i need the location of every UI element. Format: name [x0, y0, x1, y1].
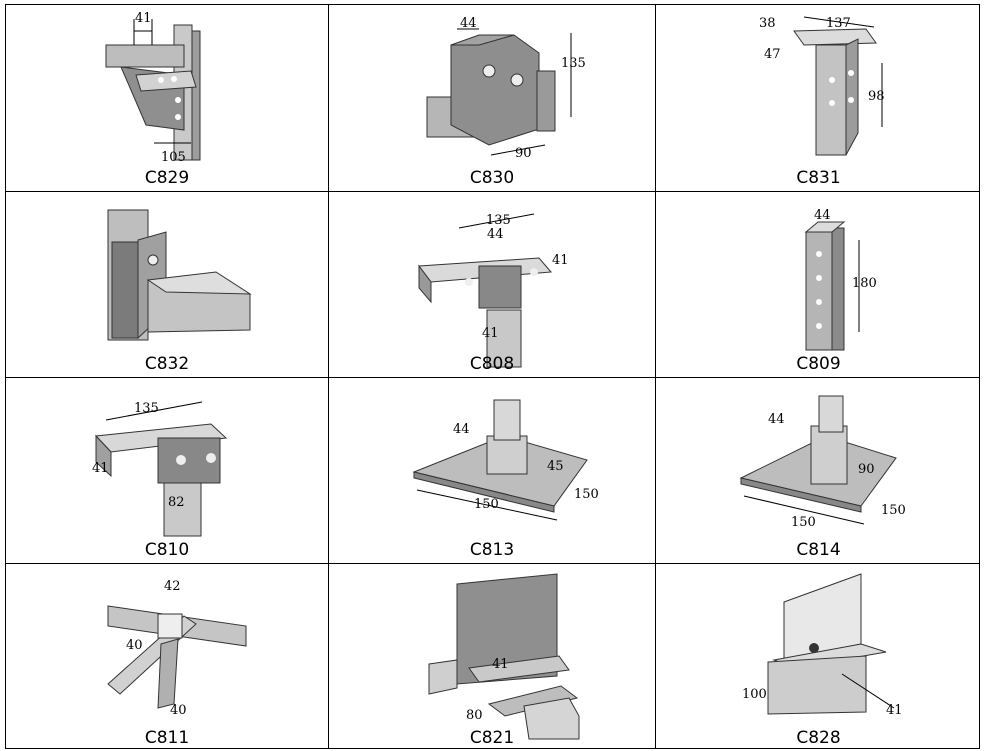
c809-label: C809 — [796, 354, 841, 374]
c829-dim-105: 105 — [161, 150, 186, 165]
c831-dim-47: 47 — [764, 47, 781, 62]
c832-label: C832 — [144, 354, 190, 374]
c811-dim-42: 42 — [164, 579, 181, 594]
c813-label: C813 — [469, 540, 515, 560]
c813-dim-150-b: 150 — [574, 487, 599, 502]
product-cell-c814: 44 90 150 150 C814 — [656, 378, 981, 563]
c809-dim-180: 180 — [852, 276, 877, 291]
c821-label: C821 — [469, 728, 515, 748]
c808-dim-44: 44 — [487, 227, 504, 242]
c814-illustration: 44 90 150 150 — [739, 395, 906, 530]
c810-dim-135: 135 — [134, 401, 159, 416]
c811-illustration: 42 40 40 — [107, 579, 247, 718]
c814-dim-90: 90 — [858, 462, 875, 477]
c810-label: C810 — [144, 540, 190, 560]
c813-illustration: 44 45 150 150 — [412, 399, 599, 521]
product-cell-c829: 41 105 C829 — [6, 5, 328, 191]
c809-dim-44: 44 — [814, 208, 831, 223]
product-cell-c821: 41 80 C821 — [329, 564, 655, 750]
c808-label: C808 — [469, 354, 515, 374]
c810-dim-41: 41 — [92, 461, 109, 476]
c811-dim-40-b: 40 — [170, 703, 187, 718]
c831-dim-137: 137 — [826, 16, 851, 31]
c810-dim-82: 82 — [168, 495, 185, 510]
c828-illustration: 100 41 — [742, 573, 903, 718]
c809-illustration: 44 180 — [804, 208, 877, 351]
c831-dim-38: 38 — [759, 16, 776, 31]
c814-dim-150-a: 150 — [791, 515, 816, 530]
c830-dim-44: 44 — [460, 16, 477, 31]
c814-dim-150-b: 150 — [881, 503, 906, 518]
row-divider-1 — [6, 191, 979, 192]
c832-illustration — [107, 209, 252, 341]
c830-dim-135: 135 — [561, 56, 586, 71]
c821-dim-80: 80 — [466, 708, 483, 723]
product-cell-c809: 44 180 C809 — [656, 192, 981, 377]
product-grid: 41 105 C829 44 135 90 C830 — [5, 4, 980, 749]
c810-illustration: 135 41 82 — [92, 401, 228, 537]
c811-dim-40-a: 40 — [126, 638, 143, 653]
c808-dim-135: 135 — [486, 213, 511, 228]
c808-illustration: 135 44 41 41 — [418, 213, 569, 368]
c813-dim-44: 44 — [453, 422, 470, 437]
c831-illustration: 38 137 47 98 — [759, 16, 885, 156]
product-cell-c831: 38 137 47 98 C831 — [656, 5, 981, 191]
c830-illustration: 44 135 90 — [426, 16, 586, 161]
product-cell-c811: 42 40 40 C811 — [6, 564, 328, 750]
c831-label: C831 — [796, 168, 841, 188]
c821-illustration: 41 80 — [428, 573, 580, 740]
c828-label: C828 — [796, 728, 841, 748]
row-divider-2 — [6, 377, 979, 378]
c829-label: C829 — [144, 168, 190, 188]
col-divider-2 — [655, 5, 656, 748]
product-cell-c832: C832 — [6, 192, 328, 377]
c814-dim-44: 44 — [768, 412, 785, 427]
c814-label: C814 — [796, 540, 841, 560]
product-cell-c813: 44 45 150 150 C813 — [329, 378, 655, 563]
product-cell-c830: 44 135 90 C830 — [329, 5, 655, 191]
c813-dim-45: 45 — [547, 459, 564, 474]
product-cell-c810: 135 41 82 C810 — [6, 378, 328, 563]
c813-dim-150-a: 150 — [474, 497, 499, 512]
c830-label: C830 — [469, 168, 515, 188]
col-divider-1 — [328, 5, 329, 748]
c829-illustration: 41 105 — [105, 11, 201, 165]
product-cell-c828: 100 41 C828 — [656, 564, 981, 750]
c829-dim-41: 41 — [135, 11, 152, 26]
c821-dim-41: 41 — [492, 657, 509, 672]
c811-label: C811 — [144, 728, 190, 748]
row-divider-3 — [6, 563, 979, 564]
c828-dim-41: 41 — [886, 703, 903, 718]
c808-dim-41-a: 41 — [552, 253, 569, 268]
c828-dim-100: 100 — [742, 687, 767, 702]
c830-dim-90: 90 — [515, 146, 532, 161]
c808-dim-41-b: 41 — [482, 326, 499, 341]
c831-dim-98: 98 — [868, 89, 885, 104]
product-cell-c808: 135 44 41 41 C808 — [329, 192, 655, 377]
